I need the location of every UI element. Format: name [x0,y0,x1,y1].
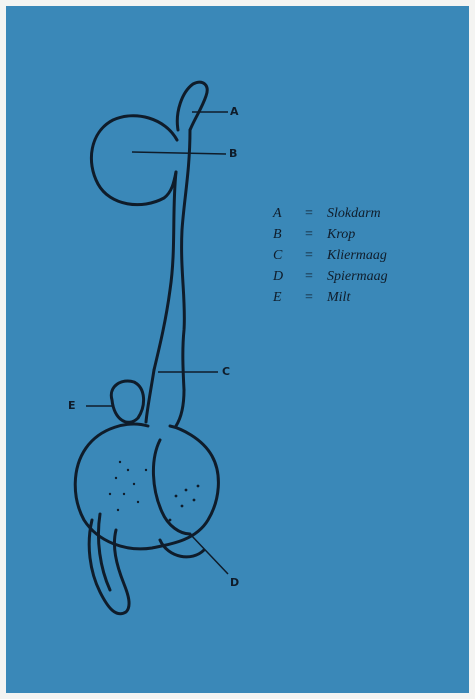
legend-row-b: B = Krop [273,224,388,245]
legend-equals: = [305,224,327,245]
legend-name: Kliermaag [327,245,387,266]
legend-equals: = [305,245,327,266]
legend-equals: = [305,287,327,308]
crop-shape [91,116,177,205]
legend-name: Milt [327,287,350,308]
legend-name: Spiermaag [327,266,388,287]
esophagus-shape [177,82,207,130]
gizzard-inner-curve [153,440,190,534]
callout-label-d: D [230,576,239,589]
callout-label-c: C [222,365,230,378]
legend-key: B [273,224,305,245]
tube-right-edge [182,130,190,390]
legend-name: Krop [327,224,355,245]
callout-label-a: A [230,105,239,118]
legend-row-e: E = Milt [273,287,388,308]
legend: A = Slokdarm B = Krop C = Kliermaag D = … [273,203,388,308]
legend-key: D [273,266,305,287]
callout-label-b: B [229,147,237,160]
callout-line-b [132,152,226,154]
intestine-inner [98,514,110,590]
legend-equals: = [305,266,327,287]
callout-label-e: E [68,399,76,412]
legend-row-c: C = Kliermaag [273,245,388,266]
legend-row-d: D = Spiermaag [273,266,388,287]
legend-equals: = [305,203,327,224]
legend-key: C [273,245,305,266]
legend-name: Slokdarm [327,203,381,224]
legend-key: A [273,203,305,224]
legend-row-a: A = Slokdarm [273,203,388,224]
legend-key: E [273,287,305,308]
proventriculus-shape [146,370,184,426]
spleen-shape [111,381,143,422]
